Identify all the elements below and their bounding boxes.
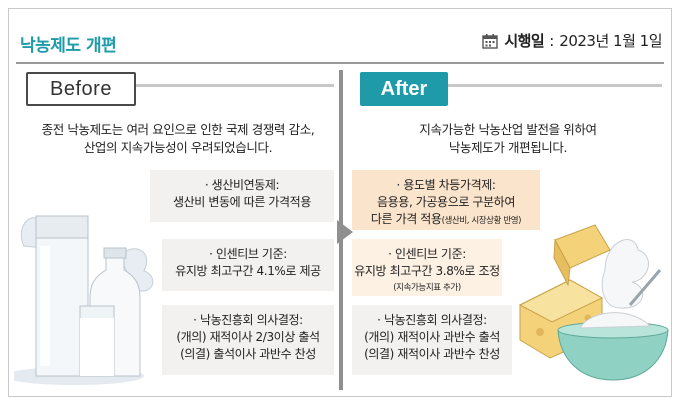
before-box-decision: · 낙농진흥회 의사결정: (개의) 재적이사 2/3이상 출석 (의결) 출석… xyxy=(162,305,334,375)
before-box-incentive: · 인센티브 기준: 유지방 최고구간 4.1%로 제공 xyxy=(162,239,334,291)
before-lead-line-2: 산업의 지속가능성이 우려되었습니다. xyxy=(83,140,273,155)
box-line: 생산비 변동에 따른 가격적용 xyxy=(173,195,311,209)
after-lead: 지속가능한 낙농산업 발전을 위하여 낙농제도가 개편됩니다. xyxy=(350,121,666,157)
date-value: 2023년 1월 1일 xyxy=(559,32,662,50)
after-box-pricing: · 용도별 차등가격제: 음용용, 가공용으로 구분하여 다른 가격 적용(생산… xyxy=(352,170,540,230)
before-lead-line-1: 종전 낙농제도는 여러 요인으로 인한 국제 경쟁력 감소, xyxy=(41,122,315,137)
box-heading: · 낙농진흥회 의사결정: xyxy=(377,313,487,327)
box-line: 다른 가격 적용(생산비, 시장상황 반영) xyxy=(352,211,540,230)
after-lead-line-2: 낙농제도가 개편됩니다. xyxy=(448,140,568,155)
box-heading: · 용도별 차등가격제: xyxy=(396,178,496,192)
header-rule xyxy=(16,62,664,64)
after-label: After xyxy=(360,72,448,106)
box-note: (생산비, 시장상황 반영) xyxy=(441,216,522,226)
before-box-pricing: · 생산비연동제: 생산비 변동에 따른 가격적용 xyxy=(150,170,334,222)
box-line: (개의) 재적이사 2/3이상 출석 xyxy=(176,330,320,344)
cheese-icecream-illustration xyxy=(518,224,669,381)
milk-illustration xyxy=(14,215,154,385)
before-label: Before xyxy=(26,72,136,106)
box-heading: · 인센티브 기준: xyxy=(388,247,466,261)
page-title: 낙농제도 개편 xyxy=(20,36,117,56)
before-band xyxy=(136,84,334,87)
box-line: 음용용, 가공용으로 구분하여 xyxy=(377,195,515,209)
box-line: 유지방 최고구간 4.1%로 제공 xyxy=(175,264,321,278)
after-box-decision: · 낙농진흥회 의사결정: (개의) 재적이사 과반수 출석 (의결) 재적이사… xyxy=(352,305,512,375)
box-line: 유지방 최고구간 3.8%로 조정 xyxy=(354,264,500,278)
box-line-text: 다른 가격 적용 xyxy=(370,212,442,226)
box-heading: · 인센티브 기준: xyxy=(209,247,287,261)
effective-date: 시행일 : 2023년 1월 1일 xyxy=(482,30,662,51)
date-label: 시행일 xyxy=(504,32,545,50)
after-box-incentive: · 인센티브 기준: 유지방 최고구간 3.8%로 조정 (지속가능지표 추가) xyxy=(352,239,502,296)
arrow-right-icon xyxy=(337,220,353,244)
after-band xyxy=(448,84,662,87)
calendar-icon xyxy=(482,33,499,49)
box-heading: · 낙농진흥회 의사결정: xyxy=(193,313,303,327)
box-line: (의결) 재적이사 과반수 찬성 xyxy=(364,347,500,361)
date-separator: : xyxy=(549,31,555,50)
box-heading: · 생산비연동제: xyxy=(204,178,280,192)
box-note: (지속가능지표 추가) xyxy=(393,283,461,293)
after-lead-line-1: 지속가능한 낙농산업 발전을 위하여 xyxy=(419,122,597,137)
before-lead: 종전 낙농제도는 여러 요인으로 인한 국제 경쟁력 감소, 산업의 지속가능성… xyxy=(20,121,336,157)
box-line: (개의) 재적이사 과반수 출석 xyxy=(364,330,500,344)
box-line: (의결) 출석이사 과반수 찬성 xyxy=(180,347,316,361)
